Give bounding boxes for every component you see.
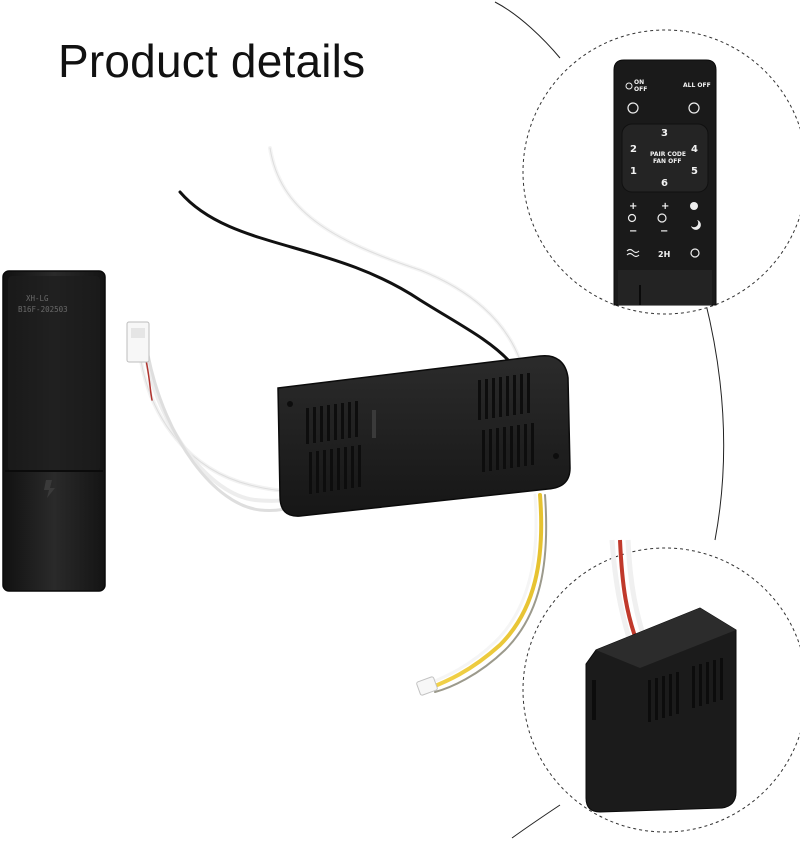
- light-icon: [690, 202, 698, 210]
- speed-2-label: 2: [630, 144, 637, 155]
- receiver-module: [277, 354, 571, 517]
- off-label: OFF: [634, 86, 647, 93]
- all-off-label: ALL OFF: [683, 82, 711, 89]
- fan-rotate-icon-left: [627, 102, 639, 114]
- receiver-closeup-circle: [522, 539, 800, 833]
- remote-closeup-circle: [522, 29, 800, 315]
- color-temp-icon: [657, 213, 667, 223]
- color-plus-label: +: [661, 201, 669, 212]
- moon-icon: [691, 220, 701, 230]
- speed-1-label: 1: [630, 166, 637, 177]
- left-connector: [126, 321, 150, 363]
- remote-model-line2: B16F-202503: [18, 305, 68, 314]
- power-icon: [625, 82, 633, 90]
- reverse-icon: [690, 248, 700, 258]
- callout-line-middle: [704, 299, 725, 541]
- bottom-connector: [416, 676, 438, 696]
- speed-6-label: 6: [661, 178, 668, 189]
- speed-5-label: 5: [691, 166, 698, 177]
- handheld-remote: [2, 270, 106, 592]
- callout-line-bottom: [511, 804, 561, 839]
- fan-off-label: FAN OFF: [653, 158, 681, 165]
- pair-code-label: PAIR CODE: [650, 151, 686, 158]
- speed-3-label: 3: [661, 128, 668, 139]
- on-label: ON: [634, 79, 644, 86]
- brightness-minus-label: −: [629, 226, 637, 237]
- breeze-icon: [626, 248, 640, 258]
- page-title: Product details: [58, 35, 366, 87]
- fan-rotate-icon-right: [688, 102, 700, 114]
- timer-2h-label: 2H: [658, 250, 670, 259]
- brightness-plus-label: +: [629, 201, 637, 212]
- callout-line-top: [494, 1, 561, 59]
- speed-4-label: 4: [691, 144, 698, 155]
- remote-model-line1: XH-LG: [26, 294, 49, 303]
- color-minus-label: −: [660, 226, 668, 237]
- sun-icon: [627, 213, 637, 223]
